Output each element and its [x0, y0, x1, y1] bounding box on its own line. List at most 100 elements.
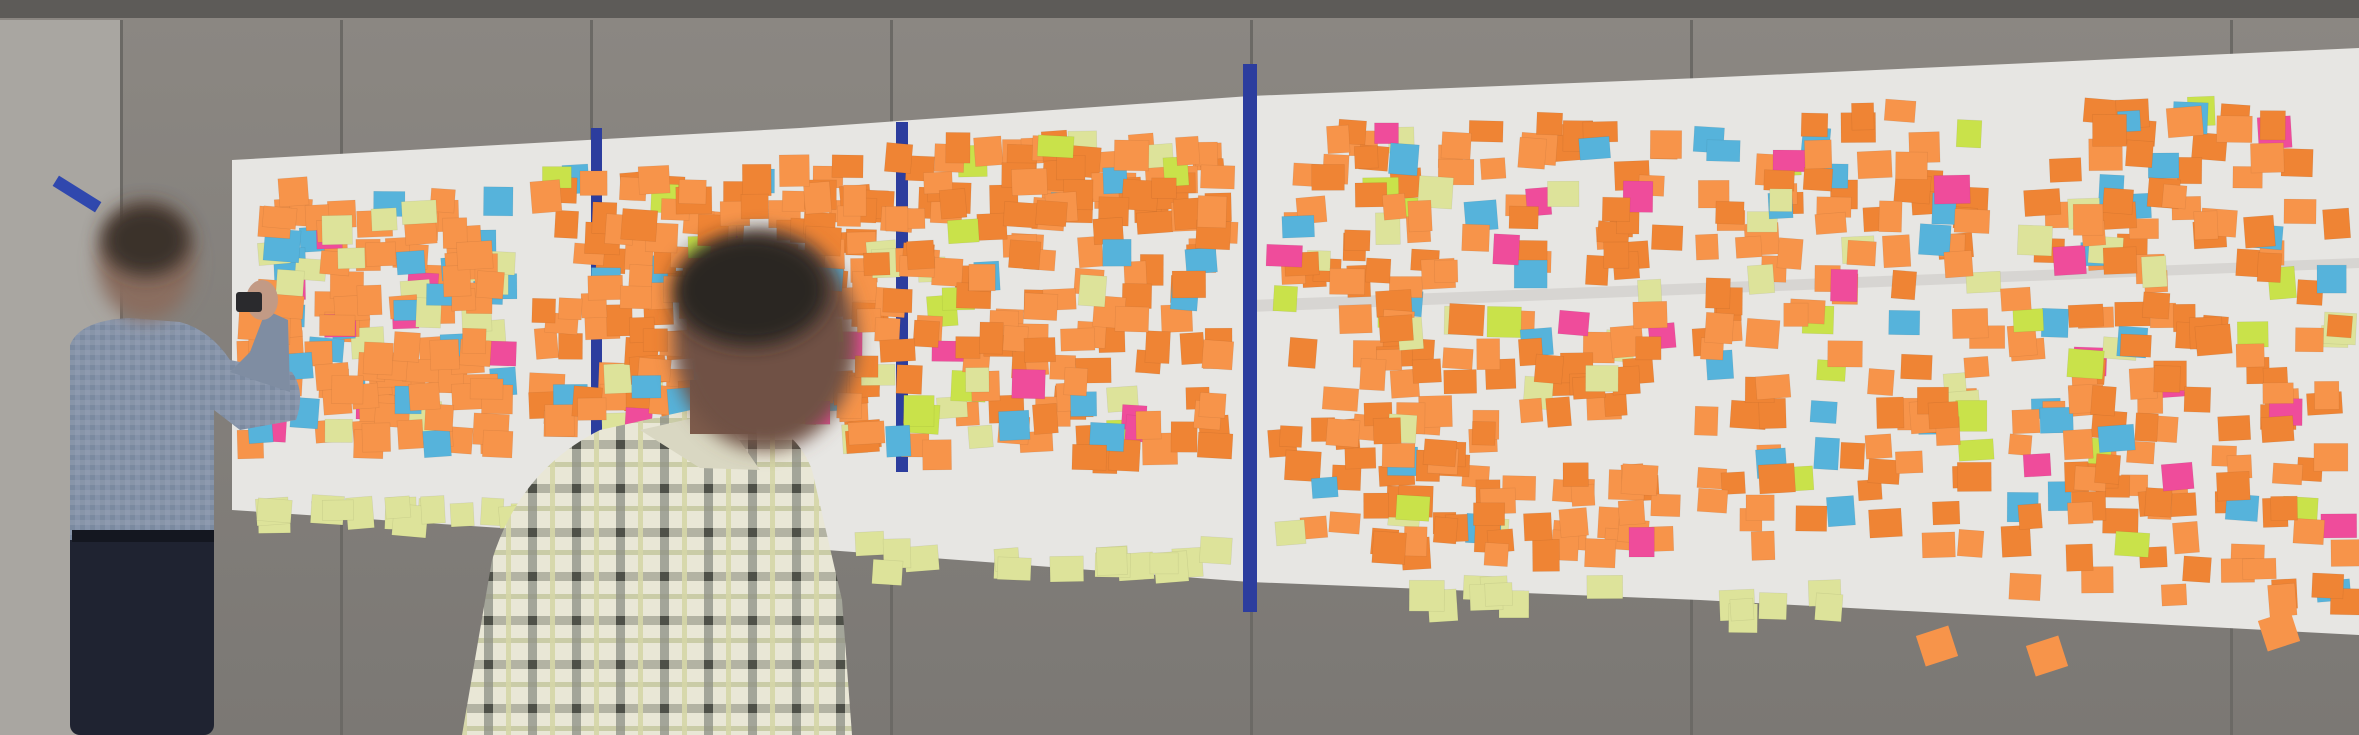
sticky-note: [1310, 476, 1339, 499]
sticky-note: [2242, 557, 2277, 580]
sticky-note: [1035, 199, 1068, 227]
sticky-note: [531, 297, 557, 324]
sticky-note: [2023, 188, 2062, 217]
sticky-note: [1533, 353, 1565, 385]
sticky-note: [2257, 610, 2301, 652]
person-foreground-plaid: [462, 230, 857, 735]
sticky-note: [1408, 579, 1445, 612]
sticky-note: [1890, 269, 1918, 301]
sticky-note: [1830, 268, 1859, 303]
sticky-note: [442, 217, 468, 249]
sticky-note: [1381, 442, 1416, 469]
sticky-note: [847, 420, 886, 446]
sticky-note: [1060, 327, 1096, 352]
sticky-note: [1272, 285, 1299, 313]
sticky-note: [998, 409, 1031, 442]
sticky-note: [1354, 182, 1388, 208]
sticky-note: [1371, 530, 1407, 565]
sticky-note: [2161, 183, 2188, 210]
sticky-note: [1265, 243, 1303, 268]
sticky-note: [1171, 270, 1207, 299]
blue-tape-strip: [1243, 64, 1257, 612]
sticky-note: [392, 331, 421, 363]
sticky-note: [2215, 470, 2251, 502]
sticky-note: [1440, 131, 1472, 160]
sticky-note: [2256, 252, 2283, 283]
sticky-note: [365, 241, 397, 267]
sticky-note: [2216, 115, 2253, 143]
sticky-note: [1745, 494, 1775, 521]
sticky-note: [1866, 368, 1895, 397]
sticky-note: [778, 154, 810, 188]
sticky-note: [553, 209, 580, 239]
sticky-note: [1933, 174, 1971, 205]
sticky-note: [2171, 520, 2200, 555]
sticky-note: [1113, 139, 1150, 172]
sticky-note: [370, 207, 398, 232]
sticky-note: [1517, 136, 1548, 170]
sticky-note: [1586, 575, 1624, 600]
sticky-note: [1809, 400, 1838, 424]
sticky-note: [1557, 309, 1591, 337]
sticky-note: [2072, 203, 2104, 236]
sticky-note: [1102, 238, 1132, 267]
sticky-note: [1883, 98, 1917, 123]
sticky-note: [1603, 391, 1628, 417]
sticky-note: [2062, 428, 2094, 461]
sticky-note: [1734, 235, 1763, 259]
sticky-note: [449, 502, 475, 528]
sticky-note: [2066, 348, 2105, 380]
sticky-note: [854, 530, 885, 557]
sticky-note: [2066, 501, 2094, 525]
sticky-note: [1584, 538, 1617, 569]
sticky-note: [422, 429, 452, 459]
sticky-note: [1114, 305, 1150, 333]
sticky-note: [1650, 493, 1681, 518]
sticky-note: [1508, 205, 1539, 230]
sticky-note: [321, 214, 353, 246]
sticky-note: [461, 327, 487, 355]
sticky-note: [2292, 517, 2326, 546]
sticky-note: [1274, 519, 1307, 547]
sticky-note: [1484, 582, 1514, 607]
sticky-note: [1184, 246, 1218, 275]
sticky-note: [1825, 495, 1856, 528]
sticky-note: [740, 193, 769, 220]
sticky-note: [1135, 410, 1162, 440]
sticky-note: [862, 251, 891, 277]
sticky-note: [2182, 555, 2212, 584]
sticky-note: [2262, 382, 2294, 405]
sticky-note: [2193, 210, 2219, 241]
sticky-note: [2092, 114, 2127, 147]
sticky-note: [1878, 200, 1903, 233]
sticky-note: [321, 499, 354, 521]
sticky-note: [1868, 507, 1903, 539]
sticky-note: [1813, 436, 1841, 471]
sticky-note: [1750, 530, 1776, 561]
sticky-note: [1441, 347, 1474, 370]
sticky-note: [1814, 211, 1848, 235]
sticky-note: [1144, 330, 1171, 364]
sticky-note: [1547, 180, 1580, 208]
sticky-note: [2080, 566, 2114, 594]
sticky-note: [1578, 136, 1612, 161]
sticky-note: [1179, 331, 1206, 366]
sticky-note: [1696, 487, 1729, 514]
sticky-note: [1846, 239, 1877, 267]
sticky-note: [1757, 462, 1796, 495]
sticky-note: [1772, 149, 1809, 173]
sticky-note: [2097, 423, 2136, 453]
sticky-note: [1200, 164, 1236, 190]
sticky-note: [678, 179, 707, 205]
sticky-note: [1513, 259, 1548, 289]
sticky-note: [1963, 355, 1990, 379]
sticky-note: [1856, 149, 1893, 180]
sticky-note: [2025, 635, 2069, 677]
sticky-note: [2016, 224, 2053, 257]
sticky-note: [1011, 167, 1048, 196]
sticky-note: [2153, 365, 2181, 393]
sticky-note: [2311, 572, 2345, 600]
sticky-note: [1635, 336, 1662, 361]
sticky-note: [1175, 135, 1201, 166]
sticky-note: [324, 418, 353, 443]
